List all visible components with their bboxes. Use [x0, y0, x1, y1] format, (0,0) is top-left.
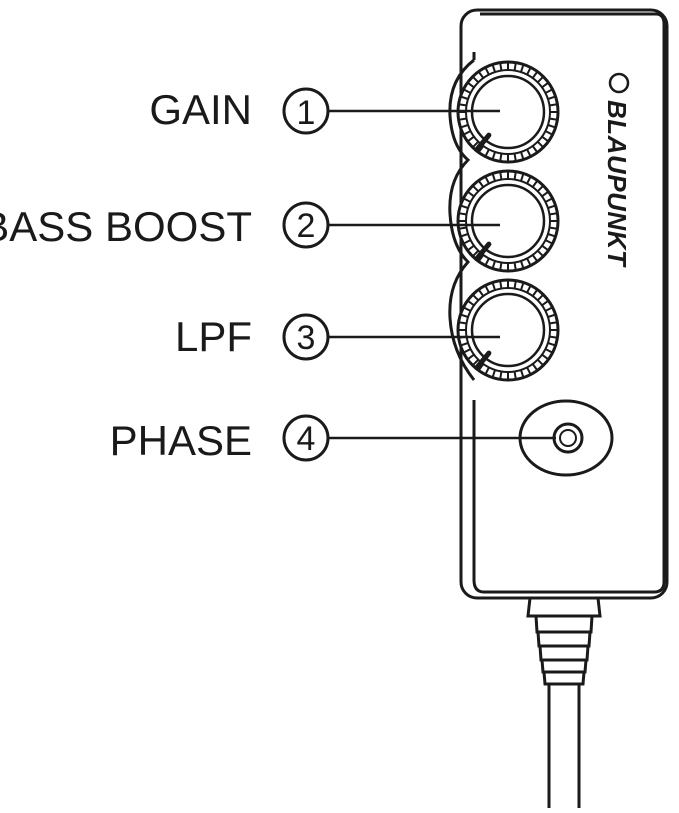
label-bass-boost: BASS BOOST [0, 203, 252, 250]
brand-area: BLAUPUNKT [602, 72, 632, 268]
callout-3: LPF 3 [175, 313, 500, 361]
knobs-group [456, 60, 560, 382]
number-4: 4 [297, 420, 316, 458]
number-2: 2 [297, 207, 316, 245]
knob-ring [465, 287, 551, 373]
label-lpf: LPF [175, 313, 252, 360]
push-button-icon[interactable] [552, 422, 584, 454]
label-phase: PHASE [110, 417, 252, 464]
knob-indicator [474, 241, 492, 262]
number-1: 1 [297, 94, 316, 132]
knob-indicator [474, 132, 492, 153]
knob-grip-ticks [459, 281, 557, 379]
cable [547, 680, 581, 808]
label-gain: GAIN [149, 86, 252, 133]
knob-indicator [474, 350, 492, 371]
knob-grip-ticks [459, 172, 557, 270]
callout-4: PHASE 4 [110, 414, 556, 464]
knob-cap [470, 183, 546, 259]
lpf-knob[interactable] [456, 278, 560, 382]
led-indicator-icon [608, 72, 630, 94]
callout-1: GAIN 1 [149, 86, 500, 135]
knob-ring [465, 178, 551, 264]
brand-logo: BLAUPUNKT [602, 100, 632, 268]
number-3: 3 [297, 319, 316, 357]
bass-boost-knob[interactable] [456, 169, 560, 273]
callout-2: BASS BOOST 2 [0, 201, 500, 250]
knob-grip-ticks [459, 63, 557, 161]
strain-relief [526, 596, 602, 686]
knob-cap [470, 292, 546, 368]
